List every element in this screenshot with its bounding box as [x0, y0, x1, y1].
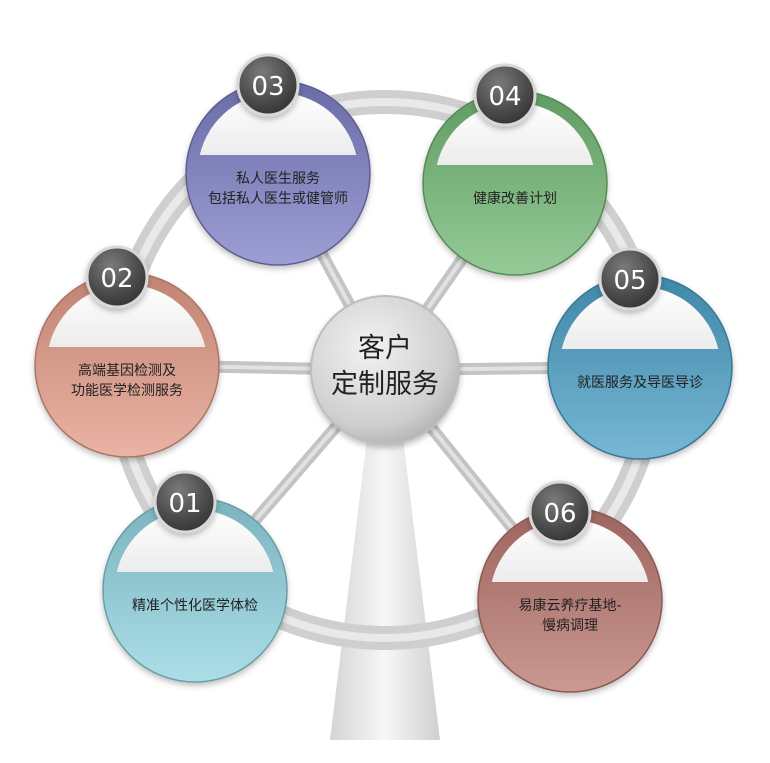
node-cap [116, 509, 274, 572]
node-label: 慢病调理 [542, 617, 598, 634]
service-node-05[interactable]: 05 就医服务及导医导诊 [547, 247, 733, 460]
center-title-line2: 定制服务 [331, 369, 439, 400]
number-badge [236, 53, 300, 117]
node-label: 健康改善计划 [473, 190, 557, 207]
service-node-06[interactable]: 06 易康云养疗基地- 慢病调理 [477, 480, 663, 693]
node-number: 02 [100, 264, 133, 294]
node-number: 06 [543, 499, 576, 529]
node-number: 05 [613, 266, 646, 296]
node-number: 01 [168, 489, 201, 519]
node-label: 精准个性化医学体检 [132, 598, 258, 614]
number-badge [473, 63, 537, 127]
node-number: 04 [488, 82, 521, 112]
node-label: 易康云养疗基地- [518, 597, 621, 614]
node-cap [561, 286, 719, 349]
node-label: 高端基因检测及 [78, 362, 176, 379]
number-badge [153, 470, 217, 534]
node-cap [48, 284, 206, 347]
service-node-04[interactable]: 04 健康改善计划 [422, 63, 608, 276]
node-number: 03 [251, 72, 284, 102]
node-label: 功能医学检测服务 [71, 383, 183, 399]
center-title-line1: 客户 [358, 333, 412, 364]
node-label: 私人医生服务 [236, 171, 320, 187]
node-cap [199, 92, 357, 155]
number-badge [528, 480, 592, 544]
center-hub [310, 295, 460, 445]
node-label: 就医服务及导医导诊 [577, 375, 703, 391]
node-cap [491, 519, 649, 582]
number-badge [85, 245, 149, 309]
number-badge [598, 247, 662, 311]
node-label: 包括私人医生或健管师 [208, 191, 348, 207]
service-node-01[interactable]: 01 精准个性化医学体检 [102, 470, 288, 683]
node-cap [436, 102, 594, 165]
wheel-stand [330, 430, 440, 740]
